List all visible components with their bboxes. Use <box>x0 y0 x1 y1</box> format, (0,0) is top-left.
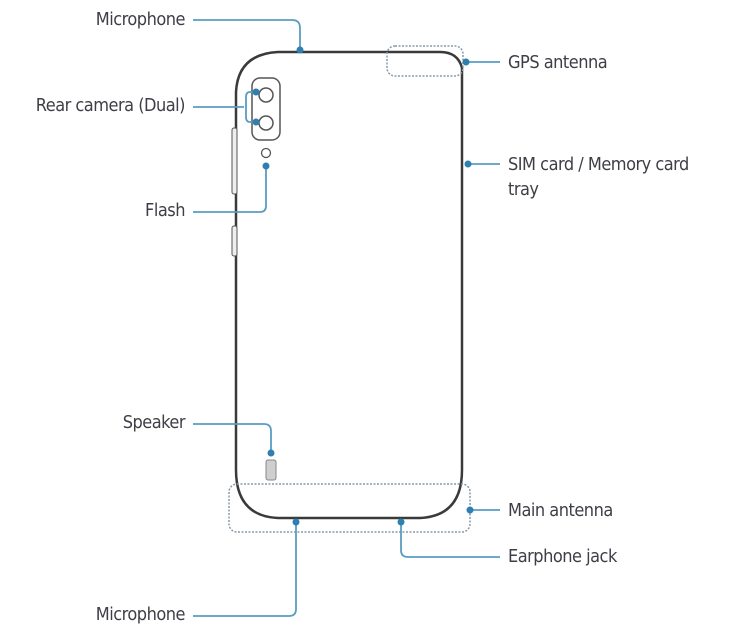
label-main-antenna: Main antenna <box>508 500 613 521</box>
label-rear-camera: Rear camera (Dual) <box>35 95 186 116</box>
main-antenna-region <box>228 483 471 533</box>
dot-earphone-jack <box>397 518 405 526</box>
leader-earphone-jack <box>400 522 500 558</box>
dot-main-antenna <box>466 506 474 514</box>
dot-speaker <box>267 449 275 457</box>
side-button-upper <box>231 127 238 195</box>
dot-microphone-top <box>296 46 304 54</box>
leader-speaker <box>193 423 272 452</box>
label-gps-antenna: GPS antenna <box>508 52 608 73</box>
label-sim-tray-line2: tray <box>508 179 539 200</box>
leader-microphone-top <box>193 19 301 50</box>
dot-microphone-bottom <box>292 518 300 526</box>
camera-lens-bottom <box>258 115 274 131</box>
leader-flash <box>193 166 267 213</box>
camera-lens-top <box>258 87 274 103</box>
label-sim-tray-line1: SIM card / Memory card <box>508 154 689 175</box>
label-microphone-top: Microphone <box>95 9 186 30</box>
gps-antenna-region <box>386 45 464 77</box>
phone-body-outline <box>234 50 464 520</box>
camera-module <box>251 77 281 141</box>
leader-rear-camera <box>193 91 256 123</box>
label-microphone-bottom: Microphone <box>95 604 186 625</box>
speaker-grille <box>265 459 277 481</box>
dot-camera-bottom <box>252 118 260 126</box>
dot-sim-tray <box>464 160 472 168</box>
label-earphone-jack: Earphone jack <box>508 546 617 567</box>
side-button-lower <box>231 225 238 257</box>
label-flash: Flash <box>145 200 185 221</box>
label-speaker: Speaker <box>122 412 186 433</box>
dot-gps-antenna <box>462 58 470 66</box>
dot-flash <box>262 162 270 170</box>
flash-led <box>260 147 272 159</box>
leader-microphone-bottom <box>193 522 297 617</box>
dot-camera-top <box>252 88 260 96</box>
